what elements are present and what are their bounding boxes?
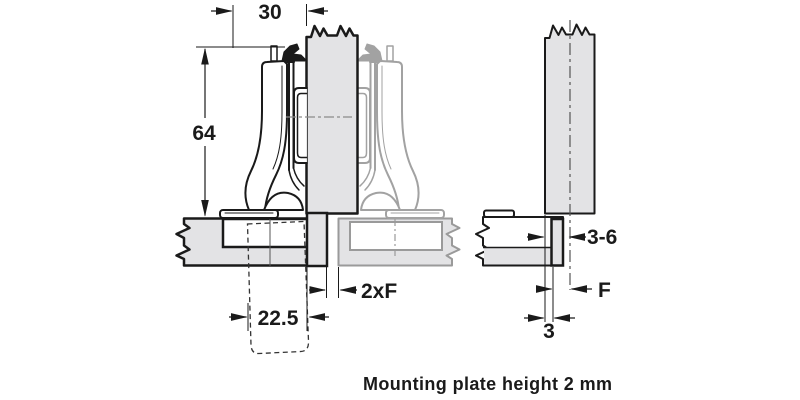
- dim-label-door-gap: 3-6: [587, 226, 617, 249]
- mounting-plate-recess-right: [349, 221, 443, 251]
- door-panel-front-view: [305, 24, 359, 215]
- dim-label-top-width: 30: [258, 1, 281, 24]
- dim-label-overlay: F: [598, 279, 611, 302]
- dim-label-height: 64: [192, 122, 216, 145]
- dim-label-double-overlay: 2xF: [361, 280, 397, 303]
- hinge-right-gray: [356, 43, 445, 219]
- drawing-caption: Mounting plate height 2 mm: [363, 374, 612, 394]
- door-projection-dashed: [246, 220, 310, 355]
- dimension-arrows: [201, 7, 592, 322]
- cabinet-panel-right: [337, 217, 461, 267]
- dim-label-plate-gap: 3: [543, 320, 555, 343]
- cabinet-front-edge-side: [550, 217, 565, 267]
- mounting-plate-side-view: [483, 209, 515, 218]
- cabinet-front-edge-left: [305, 211, 329, 268]
- hinge-left-black: [219, 43, 308, 219]
- dim-label-cup-distance: 22.5: [258, 307, 299, 330]
- extension-lines: [196, 4, 554, 331]
- cabinet-panel-side-view: [475, 209, 565, 267]
- cabinet-panel-left: [175, 217, 328, 267]
